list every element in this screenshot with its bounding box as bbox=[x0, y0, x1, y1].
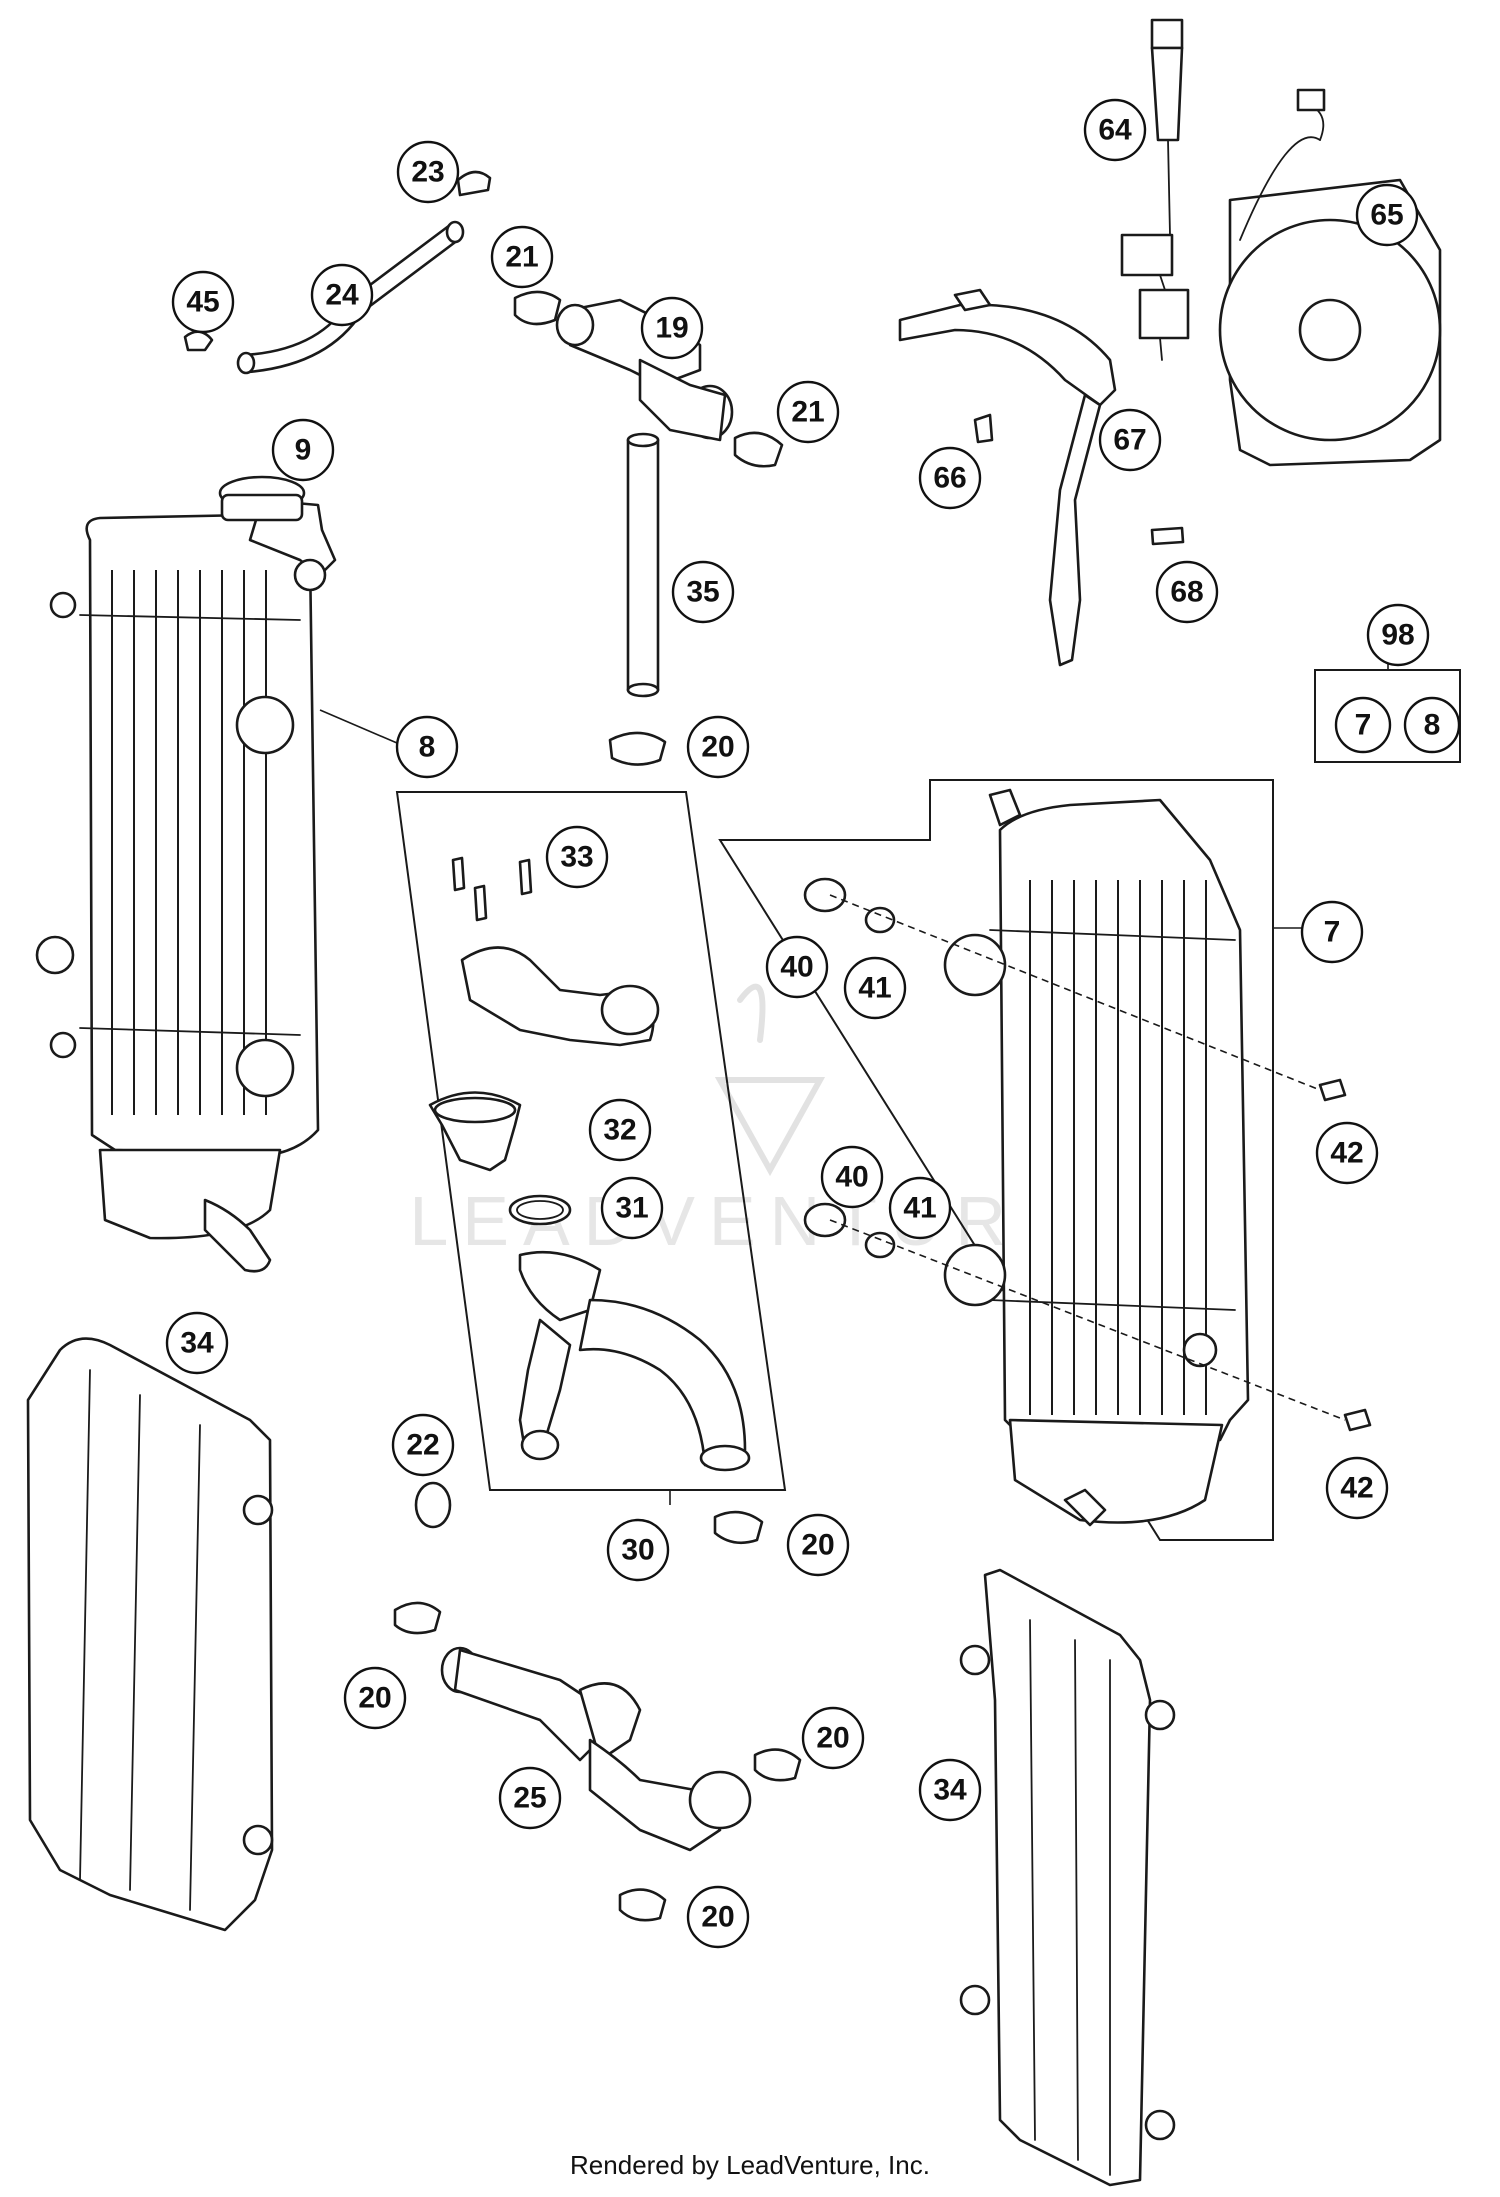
svg-text:20: 20 bbox=[801, 1529, 834, 1562]
svg-text:7: 7 bbox=[1324, 916, 1341, 949]
svg-text:20: 20 bbox=[701, 731, 734, 764]
svg-text:22: 22 bbox=[406, 1429, 439, 1462]
svg-text:30: 30 bbox=[621, 1534, 654, 1567]
svg-text:23: 23 bbox=[411, 156, 444, 189]
callout-20-b[interactable]: 20 bbox=[786, 1513, 850, 1577]
callout-22[interactable]: 22 bbox=[391, 1413, 455, 1477]
callout-7-kit[interactable]: 7 bbox=[1334, 696, 1392, 754]
callout-7[interactable]: 7 bbox=[1300, 900, 1364, 964]
svg-text:41: 41 bbox=[858, 972, 891, 1005]
callout-64[interactable]: 64 bbox=[1083, 98, 1147, 162]
svg-text:20: 20 bbox=[358, 1682, 391, 1715]
radiator-cap bbox=[218, 475, 306, 522]
callout-41-a[interactable]: 41 bbox=[843, 956, 907, 1020]
svg-text:41: 41 bbox=[903, 1192, 936, 1225]
callout-21-right[interactable]: 21 bbox=[776, 380, 840, 444]
svg-text:98: 98 bbox=[1381, 619, 1414, 652]
svg-text:25: 25 bbox=[513, 1782, 546, 1815]
callout-8[interactable]: 8 bbox=[395, 715, 459, 779]
overflow-hose bbox=[183, 170, 492, 375]
callout-33[interactable]: 33 bbox=[545, 825, 609, 889]
radiator-guard-left bbox=[26, 1337, 274, 1932]
svg-text:9: 9 bbox=[295, 434, 312, 467]
callout-41-b[interactable]: 41 bbox=[888, 1176, 952, 1240]
callout-24[interactable]: 24 bbox=[310, 263, 374, 327]
t-piece-connector bbox=[513, 290, 784, 766]
svg-text:66: 66 bbox=[933, 462, 966, 495]
svg-text:35: 35 bbox=[686, 576, 719, 609]
svg-text:40: 40 bbox=[835, 1161, 868, 1194]
radiator-guard-right bbox=[959, 1568, 1176, 2187]
callout-35[interactable]: 35 bbox=[671, 560, 735, 624]
callout-40-a[interactable]: 40 bbox=[765, 935, 829, 999]
callout-32[interactable]: 32 bbox=[588, 1098, 652, 1162]
callout-20-a[interactable]: 20 bbox=[686, 715, 750, 779]
callout-20-d[interactable]: 20 bbox=[801, 1706, 865, 1770]
callout-20-c[interactable]: 20 bbox=[343, 1666, 407, 1730]
callout-98[interactable]: 98 bbox=[1366, 603, 1430, 667]
callout-8-kit[interactable]: 8 bbox=[1403, 696, 1461, 754]
svg-text:64: 64 bbox=[1098, 114, 1132, 147]
callout-42-a[interactable]: 42 bbox=[1315, 1121, 1379, 1185]
callout-45[interactable]: 45 bbox=[171, 270, 235, 334]
svg-text:20: 20 bbox=[816, 1722, 849, 1755]
svg-text:68: 68 bbox=[1170, 576, 1203, 609]
lower-hose bbox=[393, 1601, 802, 1922]
callout-42-b[interactable]: 42 bbox=[1325, 1456, 1389, 1520]
callout-30[interactable]: 30 bbox=[606, 1518, 670, 1582]
hose-clamps-misc bbox=[414, 1481, 764, 1545]
callout-25[interactable]: 25 bbox=[498, 1766, 562, 1830]
svg-text:33: 33 bbox=[560, 841, 593, 874]
callout-20-e[interactable]: 20 bbox=[686, 1885, 750, 1949]
callout-67[interactable]: 67 bbox=[1098, 408, 1162, 472]
right-radiator-box bbox=[718, 779, 1274, 1541]
fan-assembly bbox=[898, 18, 1442, 667]
callout-9[interactable]: 9 bbox=[271, 418, 335, 482]
svg-text:34: 34 bbox=[933, 1774, 967, 1807]
thermostat-group-box bbox=[395, 791, 787, 1491]
svg-text:7: 7 bbox=[1355, 709, 1372, 742]
svg-text:20: 20 bbox=[701, 1901, 734, 1934]
callout-68[interactable]: 68 bbox=[1155, 560, 1219, 624]
callout-21-top[interactable]: 21 bbox=[490, 225, 554, 289]
svg-text:31: 31 bbox=[615, 1192, 648, 1225]
svg-text:45: 45 bbox=[186, 286, 219, 319]
callout-65[interactable]: 65 bbox=[1355, 183, 1419, 247]
svg-text:65: 65 bbox=[1370, 199, 1403, 232]
footer-credit: Rendered by LeadVenture, Inc. bbox=[570, 2150, 930, 2180]
svg-text:21: 21 bbox=[505, 241, 538, 274]
callout-40-b[interactable]: 40 bbox=[820, 1145, 884, 1209]
svg-text:8: 8 bbox=[1424, 709, 1441, 742]
svg-text:40: 40 bbox=[780, 951, 813, 984]
svg-text:8: 8 bbox=[419, 731, 436, 764]
radiator-left bbox=[35, 498, 337, 1273]
svg-text:67: 67 bbox=[1113, 424, 1146, 457]
callout-23[interactable]: 23 bbox=[396, 140, 460, 204]
callout-34-right[interactable]: 34 bbox=[918, 1758, 982, 1822]
callout-66[interactable]: 66 bbox=[918, 446, 982, 510]
callout-34-left[interactable]: 34 bbox=[165, 1311, 229, 1375]
grommets-washers-bolts bbox=[803, 877, 1372, 1432]
svg-text:24: 24 bbox=[325, 279, 359, 312]
svg-text:34: 34 bbox=[180, 1327, 214, 1360]
svg-text:19: 19 bbox=[655, 312, 688, 345]
svg-text:32: 32 bbox=[603, 1114, 636, 1147]
svg-text:21: 21 bbox=[791, 396, 824, 429]
svg-text:42: 42 bbox=[1340, 1472, 1373, 1505]
svg-text:42: 42 bbox=[1330, 1137, 1363, 1170]
callout-31[interactable]: 31 bbox=[600, 1176, 664, 1240]
thermostat-housing-parts bbox=[428, 856, 751, 1472]
callout-19[interactable]: 19 bbox=[640, 296, 704, 360]
radiator-right bbox=[943, 788, 1250, 1527]
